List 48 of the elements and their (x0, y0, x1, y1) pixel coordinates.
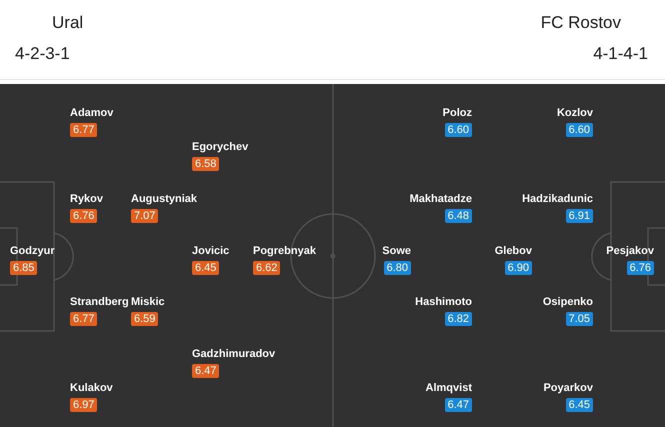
rating-badge: 6.47 (444, 398, 472, 412)
rating-badge: 6.90 (504, 261, 532, 275)
player-name: Gadzhimuradov (192, 347, 276, 361)
rating-badge: 6.59 (131, 312, 158, 326)
rating-badge: 6.77 (70, 312, 98, 326)
rating-badge: 6.47 (192, 364, 220, 378)
player-name: Kozlov (556, 106, 593, 120)
player-name: Pogrebnyak (253, 244, 316, 258)
rating-badge: 6.62 (253, 261, 280, 275)
player-name: Miskic (131, 295, 165, 309)
player-name: Glebov (494, 244, 532, 258)
rating-badge: 6.60 (444, 123, 472, 137)
rating-badge: 6.77 (70, 123, 98, 137)
player-name: Kulakov (70, 381, 113, 395)
player-name: Strandberg (70, 295, 129, 309)
player-name: Hashimoto (415, 295, 472, 309)
rating-badge: 6.85 (10, 261, 38, 275)
rating-badge: 6.80 (384, 261, 411, 275)
formation: 4-1-4-1 (593, 44, 648, 64)
player-name: Jovicic (192, 244, 230, 258)
rating-badge: 6.82 (444, 312, 472, 326)
rating-badge: 6.97 (70, 398, 98, 412)
team-name: Ural (52, 13, 84, 33)
player-name: Egorychev (192, 140, 248, 154)
rating-badge: 6.58 (192, 157, 220, 171)
rating-badge: 6.76 (626, 261, 654, 275)
player-name: Osipenko (542, 295, 593, 309)
rating-badge: 6.45 (192, 261, 220, 275)
rating-badge: 6.91 (566, 209, 593, 223)
player-name: Poloz (442, 106, 472, 120)
player-name: Sowe (382, 244, 411, 258)
rating-badge: 6.48 (444, 209, 472, 223)
rating-badge: 7.07 (131, 209, 158, 223)
player-name: Almqvist (426, 381, 472, 395)
rating-badge: 6.60 (566, 123, 593, 137)
rating-badge: 6.45 (566, 398, 593, 412)
player-name: Rykov (70, 192, 104, 206)
rating-badge: 7.05 (566, 312, 593, 326)
player-name: Godzyur (10, 244, 55, 258)
player-name: Makhatadze (410, 192, 472, 206)
team-name: FC Rostov (540, 13, 621, 33)
player-name: Adamov (70, 106, 114, 120)
player-name: Augustyniak (131, 192, 198, 206)
player-name: Poyarkov (543, 381, 593, 395)
player-name: Hadzikadunic (522, 192, 593, 206)
rating-badge: 6.76 (70, 209, 98, 223)
formation: 4-2-3-1 (15, 44, 70, 64)
player-name: Pesjakov (606, 244, 654, 258)
